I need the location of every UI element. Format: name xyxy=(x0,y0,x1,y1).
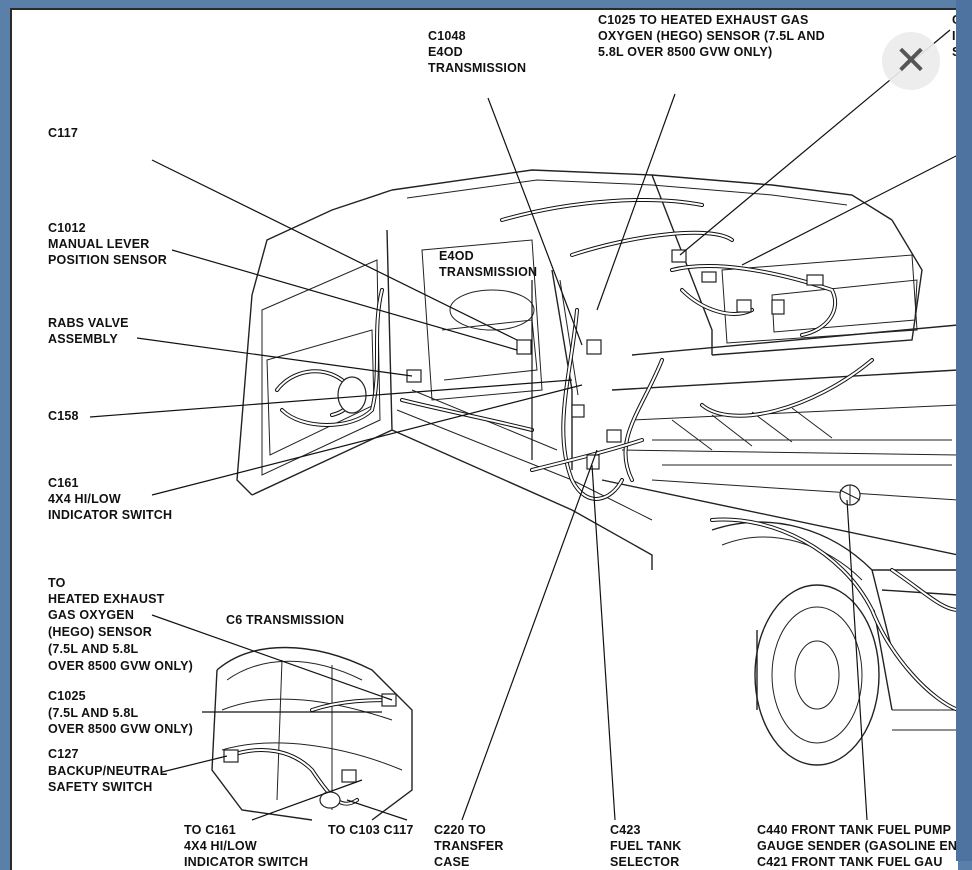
label-line: C161 xyxy=(48,476,79,490)
label-line: HEATED EXHAUST xyxy=(48,592,165,606)
label-line: OVER 8500 GVW ONLY) xyxy=(48,659,193,673)
label-line: C1025 TO HEATED EXHAUST GAS xyxy=(598,13,809,27)
close-button[interactable]: ✕ xyxy=(882,32,940,90)
label-line: ASSEMBLY xyxy=(48,332,118,346)
label-line: C1048 xyxy=(428,29,466,43)
diagram-frame: C117 C1012 MANUAL LEVER POSITION SENSOR … xyxy=(10,8,958,870)
label-line: C1025 xyxy=(48,689,86,703)
label-line: OXYGEN (HEGO) SENSOR (7.5L AND xyxy=(598,29,825,43)
label-line: 4X4 HI/LOW xyxy=(184,839,257,853)
label-line: TO C103 C117 xyxy=(328,823,414,837)
label-e4od: E4OD TRANSMISSION xyxy=(439,249,537,279)
label-line: TO xyxy=(48,576,66,590)
label-line: SELECTOR xyxy=(610,855,679,869)
label-line: C423 xyxy=(610,823,641,837)
label-line: MANUAL LEVER xyxy=(48,237,149,251)
leader-lines xyxy=(89,29,958,821)
label-c117-top: C117 xyxy=(48,126,78,140)
label-line: TRANSMISSION xyxy=(439,265,537,279)
label-line: IN xyxy=(952,29,958,43)
label-line: 4X4 HI/LOW xyxy=(48,492,121,506)
label-c158: C158 xyxy=(48,409,79,423)
truck-illustration xyxy=(236,169,958,766)
label-c1025-bottom: C1025 (7.5L AND 5.8L OVER 8500 GVW ONLY) xyxy=(48,689,193,736)
label-line: (7.5L AND 5.8L xyxy=(48,706,138,720)
label-c220: C220 TO TRANSFER CASE xyxy=(434,823,504,869)
label-to-c103: TO C103 C117 xyxy=(328,823,414,837)
label-line: 5.8L OVER 8500 GVW ONLY) xyxy=(598,45,772,59)
label-line: E4OD xyxy=(439,249,474,263)
viewer-edge xyxy=(956,0,972,861)
label-line: OVER 8500 GVW ONLY) xyxy=(48,722,193,736)
label-c1048: C1048 E4OD TRANSMISSION xyxy=(428,29,526,75)
label-hego: TO HEATED EXHAUST GAS OXYGEN (HEGO) SENS… xyxy=(48,576,193,673)
label-line: INDICATOR SWITCH xyxy=(48,508,172,522)
label-c440: C440 FRONT TANK FUEL PUMP GAUGE SENDER (… xyxy=(757,823,957,869)
label-c6: C6 TRANSMISSION xyxy=(226,613,344,627)
c6-transmission-illustration xyxy=(211,646,413,821)
label-line: S xyxy=(952,45,958,59)
label-line: GAS OXYGEN xyxy=(48,608,134,622)
label-line: C421 FRONT TANK FUEL GAU xyxy=(757,855,943,869)
label-top-right-cut: C IN S xyxy=(952,13,958,59)
label-line: C127 xyxy=(48,747,79,761)
label-line: INDICATOR SWITCH xyxy=(184,855,308,869)
label-c127: C127 BACKUP/NEUTRAL SAFETY SWITCH xyxy=(48,747,168,794)
close-icon: ✕ xyxy=(894,38,928,84)
label-line: C440 FRONT TANK FUEL PUMP xyxy=(757,823,951,837)
label-line: C158 xyxy=(48,409,79,423)
label-line: BACKUP/NEUTRAL xyxy=(48,764,168,778)
label-line: POSITION SENSOR xyxy=(48,253,167,267)
label-to-c161: TO C161 4X4 HI/LOW INDICATOR SWITCH xyxy=(184,823,308,869)
label-line: E4OD xyxy=(428,45,463,59)
label-line: C1012 xyxy=(48,221,86,235)
label-line: TO C161 xyxy=(184,823,236,837)
label-line: C117 xyxy=(48,126,78,140)
label-line: FUEL TANK xyxy=(610,839,681,853)
label-line: C220 TO xyxy=(434,823,486,837)
wiring-diagram: C117 C1012 MANUAL LEVER POSITION SENSOR … xyxy=(48,13,958,869)
label-line: RABS VALVE xyxy=(48,316,129,330)
label-c423: C423 FUEL TANK SELECTOR xyxy=(610,823,681,869)
label-line: SAFETY SWITCH xyxy=(48,780,152,794)
label-rabs: RABS VALVE ASSEMBLY xyxy=(48,316,129,346)
label-line: C xyxy=(952,13,958,27)
label-c1012: C1012 MANUAL LEVER POSITION SENSOR xyxy=(48,221,167,267)
label-line: (HEGO) SENSOR xyxy=(48,625,152,639)
label-line: C6 TRANSMISSION xyxy=(226,613,344,627)
label-line: TRANSFER xyxy=(434,839,504,853)
label-line: GAUGE SENDER (GASOLINE EN xyxy=(757,839,957,853)
label-line: CASE xyxy=(434,855,470,869)
label-c161: C161 4X4 HI/LOW INDICATOR SWITCH xyxy=(48,476,172,522)
label-line: (7.5L AND 5.8L xyxy=(48,642,138,656)
label-line: TRANSMISSION xyxy=(428,61,526,75)
label-c1025-top: C1025 TO HEATED EXHAUST GAS OXYGEN (HEGO… xyxy=(598,13,825,59)
